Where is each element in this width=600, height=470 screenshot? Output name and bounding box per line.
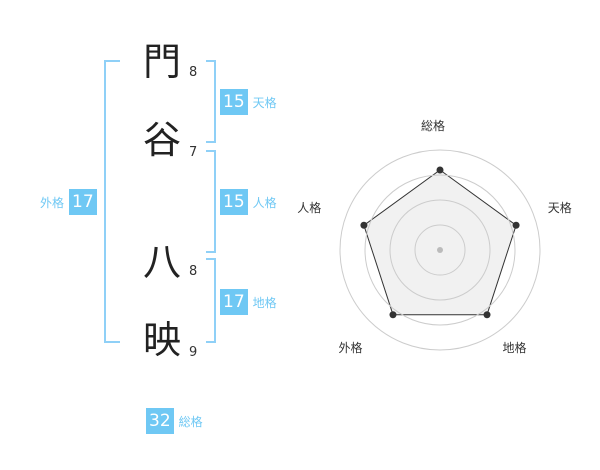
chikaku-value: 17: [220, 289, 248, 315]
gaikaku-badge: 外格 17: [40, 189, 97, 215]
soukaku-value: 32: [146, 408, 174, 434]
tenkaku-bracket: [206, 60, 216, 143]
jinkaku-label: 人格: [252, 195, 277, 210]
tenkaku-label: 天格: [252, 95, 277, 110]
name-char-3: 八: [142, 240, 181, 284]
radar-polygon: [363, 169, 517, 316]
radar-point: [389, 311, 397, 319]
chikaku-bracket: [206, 258, 216, 343]
radar-axis-label: 人格: [297, 200, 322, 215]
radar-inner-ring: [389, 199, 491, 301]
stroke-count-3: 8: [189, 264, 198, 279]
radar-axis-label: 天格: [547, 200, 572, 215]
radar-axis-label: 総格: [421, 119, 446, 133]
gaikaku-bracket: [104, 60, 120, 343]
radar-inner-ring: [414, 224, 466, 276]
name-char-4: 映: [142, 318, 181, 362]
name-char-2: 谷: [142, 118, 181, 162]
stroke-count-1: 8: [189, 65, 198, 80]
radar-point: [360, 221, 368, 229]
gaikaku-value: 17: [69, 189, 97, 215]
radar-point: [512, 221, 520, 229]
chikaku-label: 地格: [252, 295, 277, 310]
tenkaku-value: 15: [220, 89, 248, 115]
chikaku-badge: 17 地格: [220, 289, 277, 315]
radar-points: [360, 166, 520, 319]
jinkaku-bracket: [206, 150, 216, 253]
name-char-1: 門: [142, 40, 181, 84]
stroke-count-4: 9: [189, 345, 198, 360]
gaikaku-label: 外格: [40, 195, 65, 210]
tenkaku-badge: 15 天格: [220, 89, 277, 115]
jinkaku-badge: 15 人格: [220, 189, 277, 215]
soukaku-badge: 32 総格: [146, 408, 203, 434]
radar-inner-ring: [364, 174, 516, 326]
soukaku-label: 総格: [178, 414, 203, 429]
radar-point: [483, 311, 491, 319]
radar-axis-label: 地格: [502, 341, 527, 356]
radar-axis-label: 外格: [338, 341, 363, 356]
stroke-count-2: 7: [189, 145, 198, 160]
jinkaku-value: 15: [220, 189, 248, 215]
radar-point: [436, 166, 444, 174]
radar-center-dot: [437, 247, 443, 253]
